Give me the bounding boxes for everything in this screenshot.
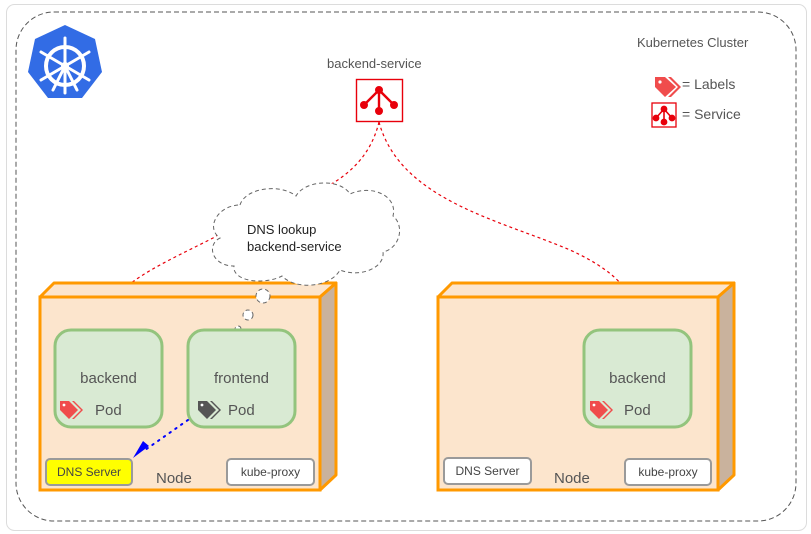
- legend-labels-text: = Labels: [682, 76, 736, 92]
- dns-server-node1[interactable]: DNS Server: [45, 458, 133, 486]
- pod-kind: Pod: [228, 402, 255, 419]
- node-label: Node: [554, 470, 590, 487]
- kube-proxy-node2[interactable]: kube-proxy: [624, 458, 712, 486]
- kube-proxy-node1[interactable]: kube-proxy: [226, 458, 315, 486]
- service-name: backend-service: [327, 56, 422, 71]
- pod-name: backend: [80, 370, 137, 387]
- cloud-line-1: DNS lookup: [247, 222, 317, 237]
- pod-backend-node1[interactable]: [53, 328, 164, 429]
- legend-service-icon: [651, 102, 677, 128]
- pod-kind: Pod: [95, 402, 122, 419]
- cloud-text: DNS lookup backend-service: [247, 221, 342, 255]
- node-label: Node: [156, 470, 192, 487]
- cluster-title: Kubernetes Cluster: [637, 35, 749, 50]
- pod-backend-node2[interactable]: [582, 328, 693, 429]
- pod-label-tag-icon: [60, 401, 83, 419]
- pod-name: backend: [609, 370, 666, 387]
- dns-server-node2[interactable]: DNS Server: [443, 457, 532, 485]
- pod-kind: Pod: [624, 402, 651, 419]
- service-link-node2-backend: [378, 121, 638, 331]
- pod-label-tag-icon: [198, 401, 221, 419]
- dns-query-arrow: [133, 419, 189, 458]
- pod-name: frontend: [213, 370, 270, 387]
- cloud-line-2: backend-service: [247, 239, 342, 254]
- cluster-boundary: [15, 11, 797, 522]
- legend-tag-icon: [655, 77, 681, 97]
- legend-service-text: = Service: [682, 106, 741, 122]
- pod-label-tag-icon: [590, 401, 613, 419]
- kubernetes-logo-icon: [28, 25, 102, 98]
- backend-service-icon[interactable]: [355, 78, 404, 123]
- pod-frontend-node1[interactable]: [186, 328, 297, 429]
- dns-lookup-cloud: [211, 182, 401, 333]
